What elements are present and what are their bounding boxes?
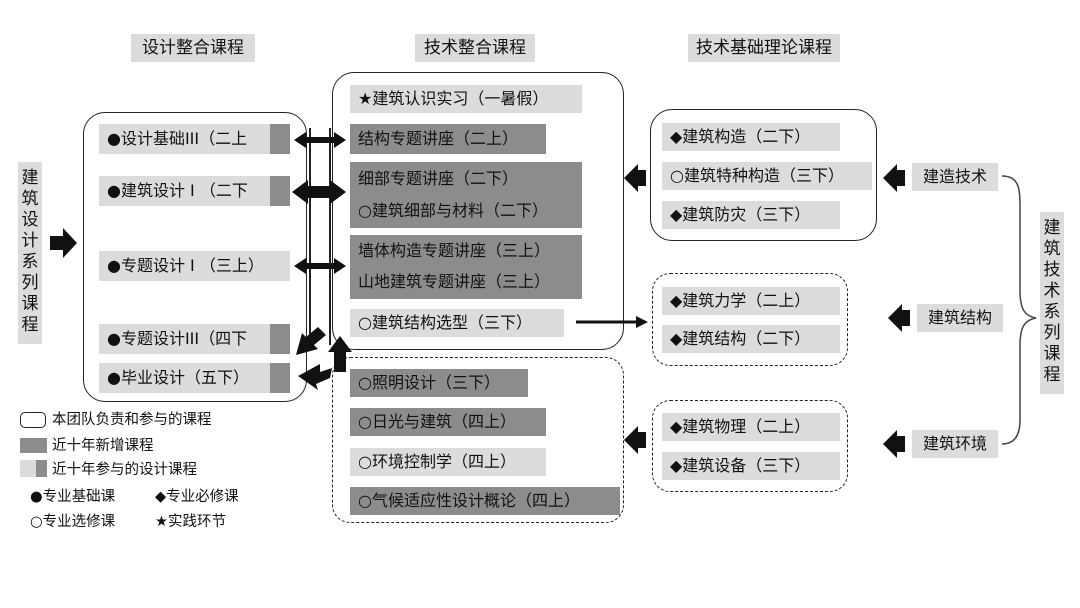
participated-marker	[270, 363, 290, 393]
category-building-structure: 建筑结构	[917, 304, 1003, 332]
course-environment-control: ○环境控制学（四上）	[350, 448, 546, 476]
arrow-up-left-to-design	[296, 327, 326, 355]
physics-course-group	[652, 400, 848, 492]
course-wall-mountain-block	[350, 235, 582, 299]
arrow-up-to-design-1	[328, 336, 352, 372]
legend-team-swatch	[20, 412, 46, 428]
arrow-left-to-design-lower	[298, 364, 332, 390]
legend-team-text: 本团队负责和参与的课程	[52, 412, 212, 428]
legend-elective-course: ○专业选修课	[30, 514, 116, 530]
legend-practice: ★实践环节	[155, 514, 226, 530]
course-cognition-practice: ★建筑认识实习（一暑假）	[350, 85, 582, 113]
arrow-construction-tech-left	[883, 164, 905, 192]
course-disaster-prevention: ◆建筑防灾（三下）	[662, 201, 840, 229]
course-graduation-design: ●毕业设计（五下）	[99, 363, 290, 393]
course-design-basics-3: ●设计基础III（二上	[99, 124, 290, 154]
course-label: ●专题设计III（四下	[107, 329, 248, 348]
right-vertical-label: 建筑技术系列课程	[1040, 212, 1064, 394]
course-structure-lecture: 结构专题讲座（二上）	[350, 124, 546, 154]
arrow-physics-to-tech	[624, 426, 646, 454]
arrow-head-selection-to-mechanics	[636, 316, 648, 328]
legend-participated-text: 近十年参与的设计课程	[52, 462, 197, 478]
arrow-construction-to-tech	[624, 164, 646, 192]
legend-participated-swatch	[20, 460, 47, 477]
arrow-left-into-design	[50, 228, 77, 258]
course-label: ●建筑设计 I （二下	[107, 181, 248, 200]
arrow-building-environment-left	[883, 430, 905, 458]
course-topic-design-1: ●专题设计 I （三上）	[99, 251, 290, 281]
tech-course-group	[332, 72, 624, 350]
course-architecture-design-1: ●建筑设计 I （二下	[99, 176, 290, 206]
legend-new-text: 近十年新增课程	[52, 438, 154, 454]
course-special-construction: ○建筑特种构造（三下）	[662, 162, 872, 190]
category-construction-tech: 建造技术	[912, 163, 998, 191]
tech-elective-group	[332, 357, 624, 523]
course-mechanics: ◆建筑力学（二上）	[662, 287, 840, 315]
course-sunlight-architecture: ○日光与建筑（四上）	[350, 408, 546, 436]
course-structure-selection: ○建筑结构选型（三下）	[350, 309, 564, 337]
category-building-environment: 建筑环境	[912, 430, 998, 458]
course-wall-lecture: 墙体构造专题讲座（三上）	[358, 241, 551, 260]
course-climate-design: ○气候适应性设计概论（四上）	[350, 487, 620, 515]
course-physics: ◆建筑物理（二上）	[662, 413, 840, 441]
participated-marker	[270, 124, 290, 154]
double-arrow-3	[294, 258, 346, 274]
course-detail-block	[350, 162, 582, 228]
mechanics-course-group	[652, 273, 848, 366]
course-label: ●设计基础III（二上	[107, 129, 248, 148]
participated-marker	[270, 176, 290, 206]
course-mountain-lecture: 山地建筑专题讲座（三上）	[358, 272, 551, 291]
construction-course-group	[650, 109, 877, 241]
course-label: ●毕业设计（五下）	[107, 368, 249, 387]
legend-basic-course: ●专业基础课	[30, 489, 116, 505]
course-equipment: ◆建筑设备（三下）	[662, 452, 840, 480]
course-structure: ◆建筑结构（二下）	[662, 325, 840, 353]
right-curly-brace	[1001, 175, 1037, 445]
legend-participated-tab	[36, 460, 47, 477]
course-construction: ◆建筑构造（二下）	[662, 123, 840, 151]
arrow-building-structure-left	[888, 304, 910, 332]
header-tech-integration: 技术整合课程	[415, 34, 535, 62]
course-detail-lecture: 细部专题讲座（二下）	[358, 169, 519, 188]
legend-new-swatch	[20, 438, 47, 453]
left-vertical-label: 建筑设计系列课程	[18, 162, 42, 344]
legend-required-course: ◆专业必修课	[155, 489, 239, 505]
double-arrow-2	[292, 180, 346, 204]
double-arrow-1	[294, 132, 346, 148]
course-label: ●专题设计 I （三上）	[107, 256, 264, 275]
course-topic-design-3: ●专题设计III（四下	[99, 324, 290, 354]
design-course-group	[83, 112, 307, 402]
header-design-integration: 设计整合课程	[131, 34, 255, 62]
participated-marker	[270, 324, 290, 354]
course-detail-material: ○建筑细部与材料（二下）	[358, 201, 548, 220]
header-tech-basic-theory: 技术基础理论课程	[688, 34, 840, 62]
course-lighting-design: ○照明设计（三下）	[350, 369, 528, 397]
